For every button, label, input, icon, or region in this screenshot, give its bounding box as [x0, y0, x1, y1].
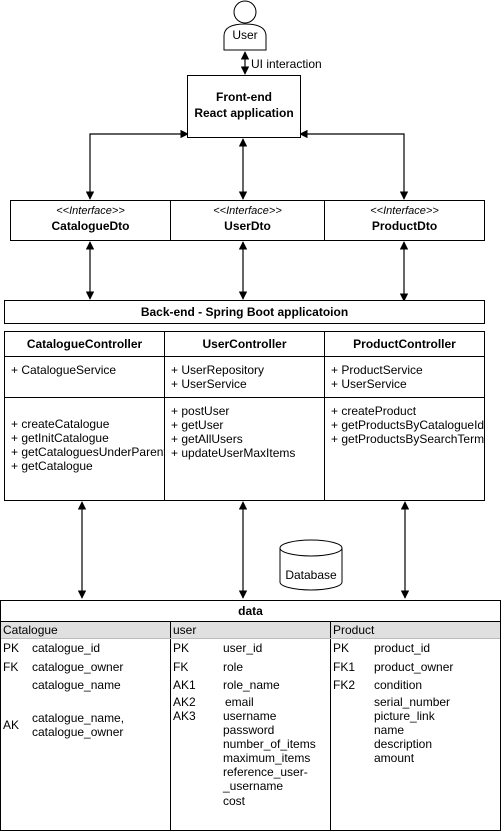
product-controller: ProductController + ProductService + Use…	[324, 331, 485, 501]
interface-productdto: <<Interface>> ProductDto	[324, 200, 485, 241]
method-item: + getCataloguesUnderParent	[11, 445, 164, 459]
field-cell: catalogue_owner	[32, 660, 124, 674]
data-title: data	[1, 601, 500, 622]
field-item: + ProductService	[331, 363, 423, 377]
interface-name: CatalogueDto	[51, 219, 130, 233]
column-divider	[170, 622, 171, 831]
interface-userdto: <<Interface>> UserDto	[170, 200, 325, 241]
field-cell: catalogue_name	[32, 678, 121, 692]
field-cell: catalogue_name, catalogue_owner	[32, 711, 125, 739]
controller-name: ProductController	[325, 332, 484, 357]
field-item: + CatalogueService	[11, 363, 117, 377]
data-container: data Catalogue user Product PK catalogue…	[0, 600, 501, 831]
interface-stereotype: <<Interface>>	[370, 205, 439, 217]
key-cell: PK	[3, 641, 20, 655]
arrow-frontend-cataloguedto	[85, 129, 189, 200]
field-cell: role	[223, 660, 244, 674]
backend-title: Back-end - Spring Boot applicatoion	[4, 300, 485, 324]
field-cell: catalogue_id	[32, 641, 101, 655]
field-item: + UserRepository	[171, 363, 265, 377]
controller-fields: + ProductService + UserService	[325, 357, 484, 398]
key-cell: PK	[173, 641, 190, 655]
frontend-subtitle: React application	[194, 106, 294, 120]
field-cell: username	[223, 709, 277, 723]
controller-name: CatalogueController	[5, 332, 164, 357]
field-cell: condition	[374, 678, 423, 692]
field-cell: reference_user- _username	[223, 765, 308, 793]
field-cell: password	[223, 723, 275, 737]
key-cell: AK3	[173, 709, 196, 723]
key-cell: PK	[333, 641, 350, 655]
field-cell: picture_link	[374, 709, 435, 723]
database-label: Database	[285, 568, 337, 582]
field-cell: email	[225, 695, 254, 709]
field-cell: product_id	[374, 641, 431, 655]
method-item: + getUser	[171, 418, 224, 432]
field-cell: number_of_items	[223, 737, 316, 751]
interface-name: UserDto	[224, 219, 271, 233]
interface-cataloguedto: <<Interface>> CatalogueDto	[10, 200, 171, 241]
field-cell: cost	[223, 794, 246, 808]
user-controller: UserController + UserRepository + UserSe…	[164, 331, 325, 501]
method-item: + getAllUsers	[171, 432, 243, 446]
catalogue-controller: CatalogueController + CatalogueService +…	[4, 331, 165, 501]
key-cell: AK1	[173, 678, 196, 692]
key-cell: FK1	[333, 660, 356, 674]
ui-interaction-label: UI interaction	[251, 57, 322, 71]
controller-methods: + createProduct + getProductsByCatalogue…	[325, 398, 484, 446]
controller-name: UserController	[165, 332, 324, 357]
key-cell: FK2	[333, 678, 356, 692]
user-label: User	[232, 28, 258, 42]
key-cell: AK2	[173, 695, 196, 709]
user-actor-icon	[223, 0, 267, 51]
method-item: + getProductsBySearchTerm	[331, 432, 484, 446]
column-divider	[330, 622, 331, 831]
header-divider	[1, 638, 500, 639]
method-item: + postUser	[171, 404, 230, 418]
method-item: + updateUserMaxItems	[171, 446, 296, 460]
data-header-bar	[1, 622, 500, 638]
frontend-title: Front-end	[216, 90, 272, 104]
key-cell: FK	[3, 660, 19, 674]
field-cell: name	[374, 723, 405, 737]
field-cell: description	[374, 737, 433, 751]
key-cell: FK	[173, 660, 189, 674]
field-cell: user_id	[223, 641, 263, 655]
table-name-user: user	[173, 623, 197, 637]
database-icon	[279, 539, 343, 591]
controller-methods: + createCatalogue + getInitCatalogue + g…	[5, 398, 164, 473]
table-name-catalogue: Catalogue	[3, 623, 58, 637]
method-item: + createProduct	[331, 404, 417, 418]
interface-stereotype: <<Interface>>	[213, 205, 282, 217]
interface-stereotype: <<Interface>>	[56, 205, 125, 217]
method-item: + getInitCatalogue	[11, 431, 109, 445]
field-cell: role_name	[223, 678, 280, 692]
table-name-product: Product	[333, 623, 375, 637]
frontend-box: Front-end React application	[187, 75, 301, 138]
method-item: + getCatalogue	[11, 459, 93, 473]
controller-methods: + postUser + getUser + getAllUsers + upd…	[165, 398, 324, 460]
method-item: + createCatalogue	[11, 417, 110, 431]
controller-fields: + CatalogueService	[5, 357, 164, 398]
key-cell: AK	[3, 718, 20, 732]
field-cell: maximum_items	[223, 751, 311, 765]
arrow-frontend-productdto	[299, 129, 409, 200]
field-cell: product_owner	[374, 660, 454, 674]
controller-fields: + UserRepository + UserService	[165, 357, 324, 398]
field-item: + UserService	[331, 377, 407, 391]
method-item: + getProductsByCatalogueId	[331, 418, 484, 432]
field-cell: serial_number	[374, 695, 451, 709]
field-cell: amount	[374, 751, 415, 765]
interface-name: ProductDto	[371, 219, 438, 233]
field-item: + UserService	[171, 377, 247, 391]
